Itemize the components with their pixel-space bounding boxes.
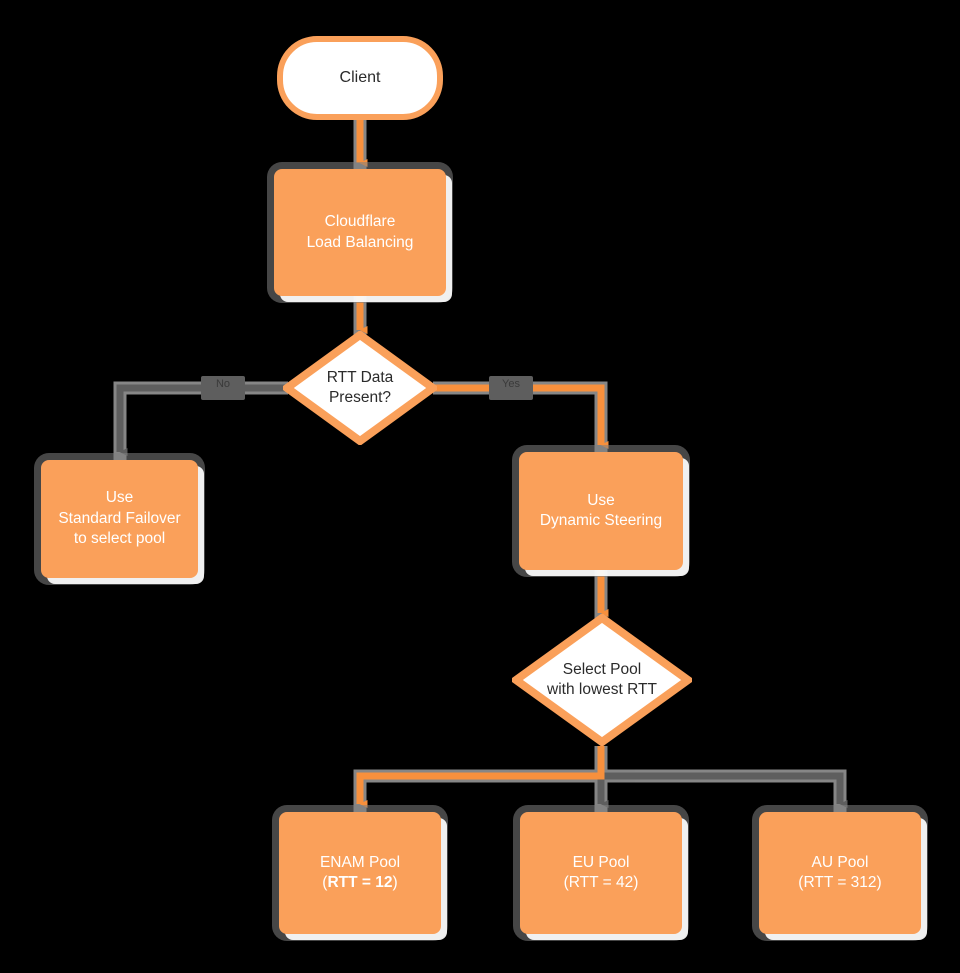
enam-paren-open: ( xyxy=(322,874,328,891)
node-au-pool-label: AU Pool (RTT = 312) xyxy=(798,853,881,894)
failover-line-1: Use xyxy=(105,489,134,507)
node-enam-pool[interactable]: ENAM Pool (RTT = 12) xyxy=(279,812,441,934)
select-line-2: with lowest RTT xyxy=(547,681,657,698)
dynamic-line-1: Use xyxy=(587,491,615,509)
enam-line-1: ENAM Pool xyxy=(319,853,401,871)
lb-line-2: Load Balancing xyxy=(306,233,414,251)
edge-select-enam xyxy=(356,746,605,808)
select-line-1: Select Pool xyxy=(562,660,642,678)
node-dynamic-steering-label: Use Dynamic Steering xyxy=(540,491,662,532)
diamond-shape-select-pool xyxy=(512,614,692,746)
diamond-shape-rtt xyxy=(283,331,437,445)
node-enam-pool-label: ENAM Pool (RTT = 12) xyxy=(320,853,400,894)
node-client[interactable]: Client xyxy=(277,36,443,120)
node-eu-pool[interactable]: EU Pool (RTT = 42) xyxy=(520,812,682,934)
node-dynamic-steering[interactable]: Use Dynamic Steering xyxy=(519,452,683,570)
node-cloudflare-load-balancing-label: Cloudflare Load Balancing xyxy=(307,212,414,253)
node-select-pool-lowest-rtt[interactable]: Select Pool with lowest RTT xyxy=(512,614,692,746)
node-standard-failover-label: Use Standard Failover to select pool xyxy=(58,488,180,549)
enam-line-2: (RTT = 12) xyxy=(322,874,397,891)
node-eu-pool-label: EU Pool (RTT = 42) xyxy=(564,853,639,894)
node-au-pool[interactable]: AU Pool (RTT = 312) xyxy=(759,812,921,934)
eu-line-2: (RTT = 42) xyxy=(563,874,639,891)
enam-paren-close: ) xyxy=(392,874,398,891)
eu-line-1: EU Pool xyxy=(572,853,630,871)
failover-line-3: to select pool xyxy=(73,530,166,548)
node-rtt-data-present-label: RTT Data Present? xyxy=(327,368,394,409)
rtt-line-2: Present? xyxy=(328,389,392,406)
node-rtt-data-present[interactable]: RTT Data Present? xyxy=(283,331,437,445)
node-client-label: Client xyxy=(339,69,381,87)
node-select-pool-lowest-rtt-label: Select Pool with lowest RTT xyxy=(547,660,657,701)
au-line-2: (RTT = 312) xyxy=(798,874,882,891)
failover-line-2: Standard Failover xyxy=(58,509,181,527)
edge-label-yes: Yes xyxy=(489,376,533,400)
edge-label-no: No xyxy=(201,376,245,400)
node-cloudflare-load-balancing[interactable]: Cloudflare Load Balancing xyxy=(274,169,446,296)
node-standard-failover[interactable]: Use Standard Failover to select pool xyxy=(41,460,198,578)
au-line-1: AU Pool xyxy=(811,853,869,871)
rtt-line-1: RTT Data xyxy=(326,368,394,386)
enam-rtt-value: RTT = 12 xyxy=(327,874,393,891)
lb-line-1: Cloudflare xyxy=(324,213,396,231)
edge-select-au xyxy=(601,772,848,808)
dynamic-line-2: Dynamic Steering xyxy=(539,512,663,529)
